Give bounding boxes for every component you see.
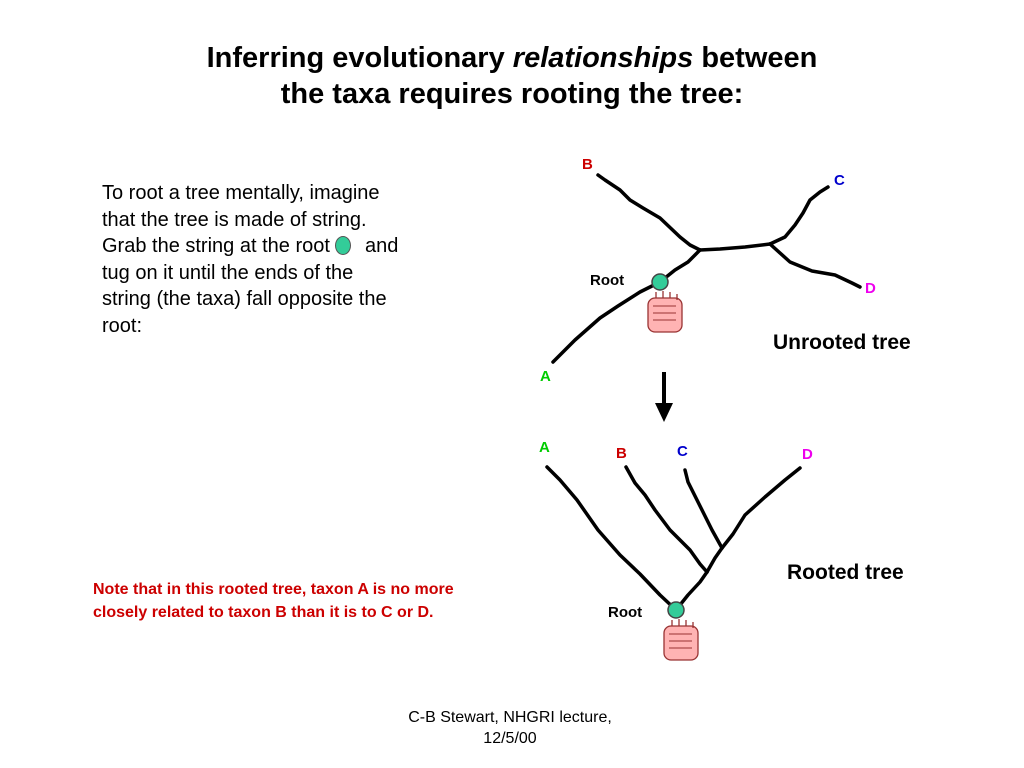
slide-title: Inferring evolutionary relationships bet… bbox=[0, 40, 1024, 112]
note-text: Note that in this rooted tree, taxon A i… bbox=[93, 581, 454, 621]
branch-node-to-cd-rooted bbox=[705, 546, 724, 574]
taxon-d-rooted-label: D bbox=[802, 446, 813, 463]
root-label-unrooted: Root bbox=[590, 272, 625, 289]
branch-b-rooted bbox=[624, 465, 709, 574]
root-label-rooted: Root bbox=[608, 604, 643, 621]
taxon-d-unrooted-label: D bbox=[865, 280, 876, 297]
taxon-b-rooted-label: B bbox=[616, 445, 627, 462]
root-dot-icon bbox=[651, 273, 669, 291]
taxon-b-unrooted-label: B bbox=[582, 156, 593, 173]
root-dot-icon bbox=[667, 601, 685, 619]
grabbing-hand-icon bbox=[647, 291, 683, 333]
footer-credit: C-B Stewart, NHGRI lecture, 12/5/00 bbox=[408, 709, 612, 747]
taxon-a-unrooted-label: A bbox=[540, 368, 551, 385]
branch-root-to-node-rooted bbox=[674, 570, 709, 612]
rooted-tree-caption: Rooted tree bbox=[787, 561, 904, 584]
unrooted-tree-caption: Unrooted tree bbox=[773, 331, 911, 354]
taxon-c-rooted-label: C bbox=[677, 443, 688, 460]
instruction-text: To root a tree mentally, imagine that th… bbox=[102, 182, 399, 337]
taxon-a-rooted-label: A bbox=[539, 439, 550, 456]
branch-c-unrooted bbox=[768, 185, 830, 246]
grabbing-hand-icon bbox=[663, 619, 699, 661]
title-line-1: Inferring evolutionary relationships bet… bbox=[206, 42, 818, 74]
unrooted-tree-branches bbox=[551, 173, 862, 364]
title-line-2: the taxa requires rooting the tree: bbox=[280, 78, 744, 110]
branch-b-unrooted bbox=[596, 173, 702, 252]
branch-a-rooted bbox=[545, 465, 678, 612]
branch-inner-unrooted bbox=[698, 242, 772, 252]
rooted-tree-branches bbox=[545, 465, 802, 612]
branch-c-rooted bbox=[683, 468, 724, 550]
branch-root-to-center-unrooted bbox=[658, 248, 702, 284]
taxon-c-unrooted-label: C bbox=[834, 172, 845, 189]
root-dot-icon bbox=[335, 236, 352, 255]
branch-d-rooted bbox=[720, 466, 802, 550]
title-italic-word: relationships bbox=[512, 42, 694, 74]
branch-d-unrooted bbox=[768, 242, 862, 289]
down-arrow-icon bbox=[655, 372, 673, 422]
branch-a-unrooted bbox=[551, 280, 662, 364]
